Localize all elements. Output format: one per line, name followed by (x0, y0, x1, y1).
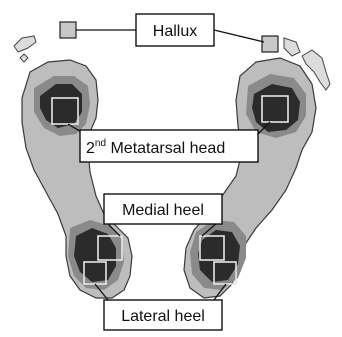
right-foot (184, 58, 316, 298)
medial-heel-label-text: Medial heel (122, 202, 204, 219)
hallux-label: Hallux (136, 14, 214, 46)
metatarsal-label: 2nd Metatarsal head (80, 130, 258, 162)
left-hallux-roi (60, 22, 76, 38)
right-hallux-roi (262, 36, 278, 52)
hallux-label-text: Hallux (153, 23, 197, 40)
medial-heel-label: Medial heel (104, 194, 222, 224)
lateral-heel-label-text: Lateral heel (121, 308, 205, 325)
lateral-heel-label: Lateral heel (104, 300, 222, 330)
metatarsal-label-text: 2nd Metatarsal head (86, 138, 225, 157)
left-foot (22, 60, 132, 298)
left-toe-fragments (14, 36, 36, 62)
